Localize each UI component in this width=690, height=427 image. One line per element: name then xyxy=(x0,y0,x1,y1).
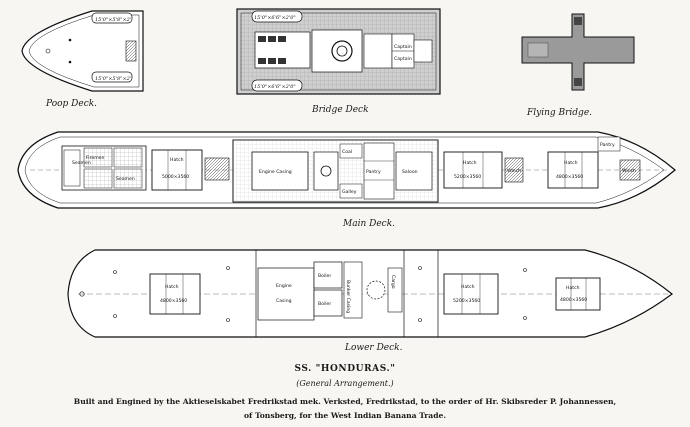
lower-fore-hatch-size: 5200×3560 xyxy=(453,298,480,304)
boiler-label-2: Boiler xyxy=(318,301,331,307)
galley-label: Galley xyxy=(342,189,357,195)
lower-deck xyxy=(67,249,673,338)
forward-hatch-label: Hatch xyxy=(564,160,578,166)
fore-hatch-label: Hatch xyxy=(463,160,477,166)
description-line-1: Built and Engined by the Aktieselskabet … xyxy=(73,397,617,406)
engine-casing-label: Engine Casing xyxy=(259,169,292,175)
bridge-dim-upper: 15'0"×6'6"×2'0" xyxy=(254,15,296,21)
fore-winch-label: Winch xyxy=(622,168,636,174)
poop-deck xyxy=(21,10,144,92)
cargo-label: Cargo xyxy=(390,275,396,289)
main-deck xyxy=(17,131,676,209)
main-deck-label: Main Deck. xyxy=(342,219,395,229)
bridge-dim-lower: 15'0"×6'6"×2'0" xyxy=(254,84,296,90)
description-line-2: of Tonsberg, for the West Indian Banana … xyxy=(243,411,447,420)
seamen-label-2: Seamen xyxy=(116,176,135,182)
poop-dim-upper: 15'0"×5'8"×2' xyxy=(95,17,131,23)
forward-hatch-size: 4800×3560 xyxy=(556,174,583,180)
seamen-label: Seamen xyxy=(72,160,91,166)
captain-room-label: Captain xyxy=(394,44,412,50)
aft-hatch-label: Hatch xyxy=(170,157,184,163)
lower-forward-hatch-size: 4800×3560 xyxy=(560,297,587,303)
lower-casing-label: Casing xyxy=(276,298,292,304)
boiler-label-1: Boiler xyxy=(318,273,331,279)
lower-deck-label: Lower Deck. xyxy=(344,343,403,353)
fore-pantry-label: Pantry xyxy=(600,142,615,148)
coal-label: Coal xyxy=(342,149,352,155)
bridge-deck-label: Bridge Deck xyxy=(311,105,369,115)
bunker-label: Bunker Casing xyxy=(345,280,351,313)
flying-bridge xyxy=(521,13,635,91)
poop-deck-label: Poop Deck. xyxy=(45,99,97,109)
flying-bridge-label: Flying Bridge. xyxy=(526,108,592,118)
bridge-deck xyxy=(236,8,441,95)
pantry-label: Pantry xyxy=(366,169,381,175)
captain-room-label-2: Captain xyxy=(394,56,412,62)
lower-aft-hatch-size: 4800×3560 xyxy=(160,298,187,304)
ship-subtitle: (General Arrangement.) xyxy=(296,379,394,388)
lower-aft-hatch-label: Hatch xyxy=(165,284,179,290)
fore-hatch-size: 5200×3560 xyxy=(454,174,481,180)
lower-fore-hatch-label: Hatch xyxy=(461,284,475,290)
poop-dim-lower: 15'0"×5'8"×2' xyxy=(95,76,131,82)
ship-description: Built and Engined by the Aktieselskabet … xyxy=(0,395,690,423)
saloon-label: Saloon xyxy=(402,169,418,175)
ship-title: SS. "HONDURAS." xyxy=(294,364,396,374)
lower-forward-hatch-label: Hatch xyxy=(566,285,580,291)
aft-hatch-size: 5000×3560 xyxy=(162,174,189,180)
winch-label: Winch xyxy=(507,168,521,174)
lower-engine-label: Engine xyxy=(276,283,292,289)
firemen-label: Firemen xyxy=(86,155,104,161)
